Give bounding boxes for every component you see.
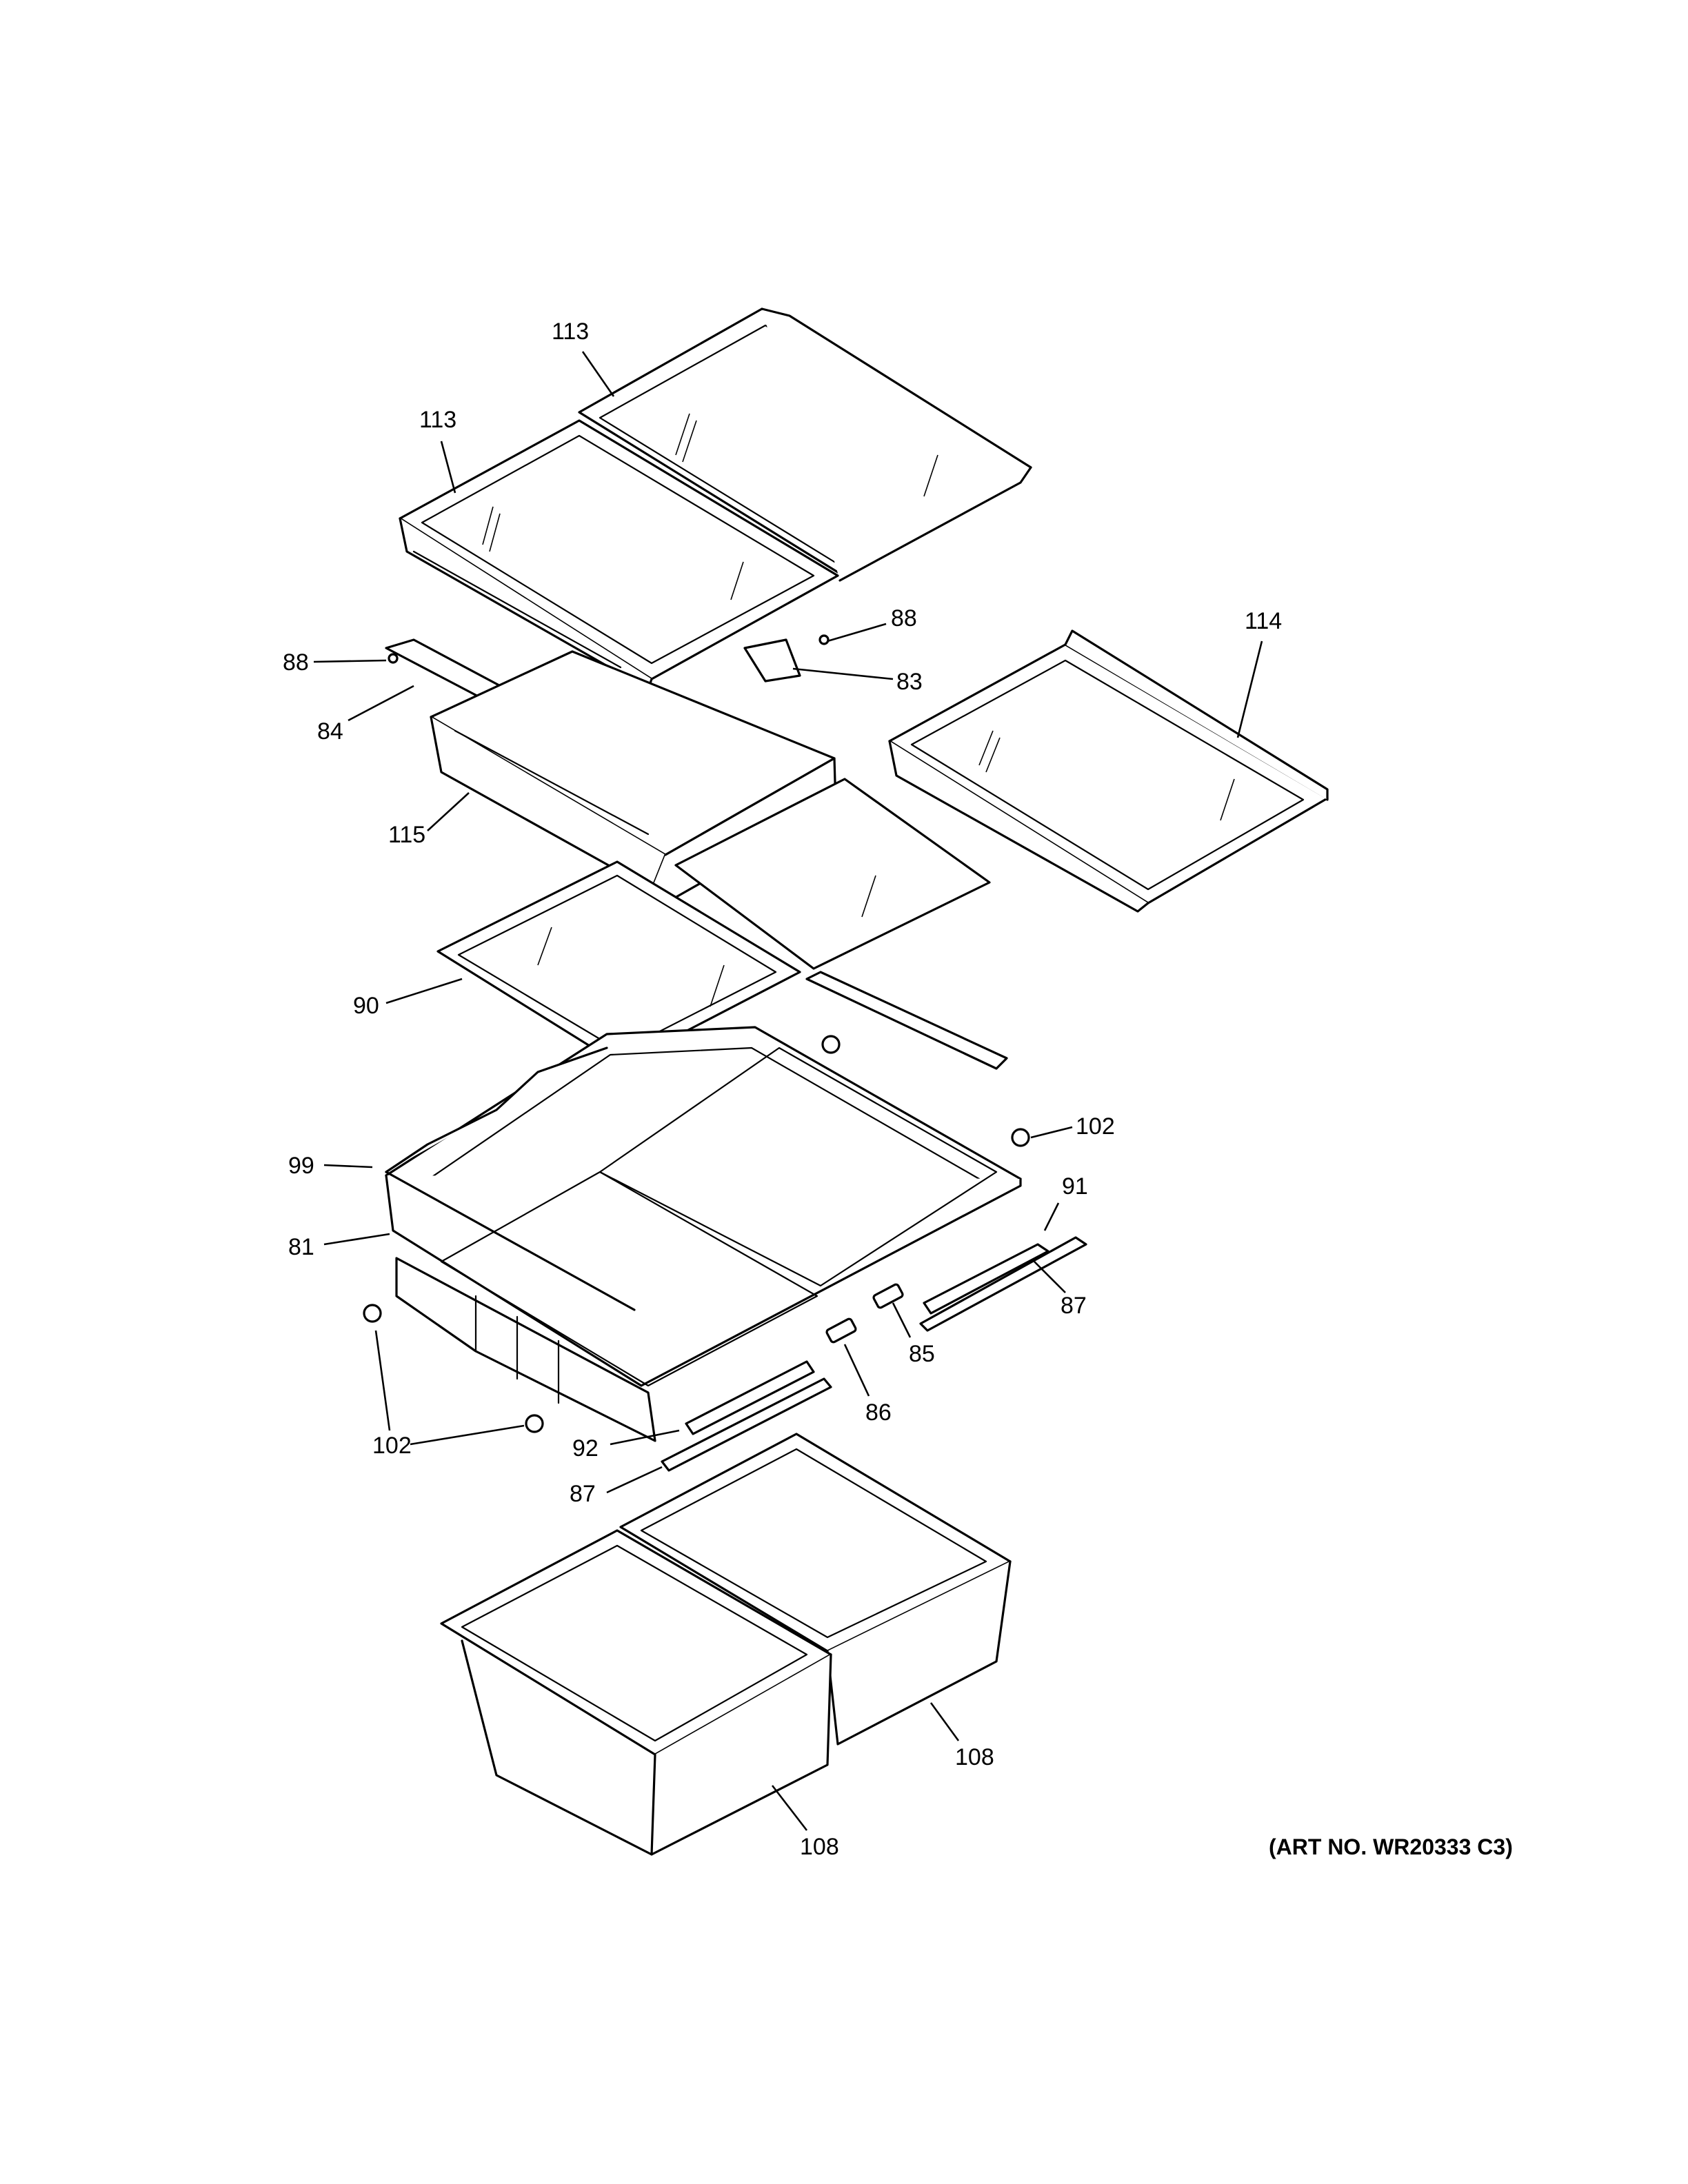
seal-99 [385, 1046, 636, 1311]
callout-84: 84 [317, 718, 343, 745]
rail-87-left [661, 1377, 832, 1472]
bracket-83 [743, 638, 801, 682]
callout-113-front: 113 [419, 407, 456, 433]
shelf-113-front [399, 419, 839, 691]
callout-88-left: 88 [283, 649, 309, 676]
clip-86 [825, 1317, 857, 1344]
drawer-108-front [440, 1529, 832, 1856]
callout-87-left: 87 [570, 1481, 596, 1507]
callout-102-left: 102 [372, 1433, 412, 1459]
drawer-108-rear [619, 1433, 1012, 1746]
art-number: (ART NO. WR20333 C3) [1269, 1834, 1513, 1859]
drawer-housing [395, 1257, 656, 1442]
roller-102-left [363, 1304, 382, 1323]
glass-shelf-90 [436, 778, 991, 1066]
callout-86: 86 [865, 1399, 892, 1426]
screw-88-left [388, 653, 399, 664]
callout-115: 115 [388, 822, 425, 848]
callout-92: 92 [572, 1435, 599, 1462]
callout-114: 114 [1245, 608, 1282, 634]
callout-99: 99 [288, 1153, 314, 1179]
callout-88-right: 88 [891, 605, 917, 631]
shelf-114 [888, 629, 1329, 913]
callout-87-right: 87 [1061, 1293, 1087, 1319]
roller-102-bottom [525, 1414, 544, 1433]
rear-rail [805, 971, 1008, 1070]
callout-113-rear: 113 [552, 318, 589, 345]
cover-frame-81 [385, 1026, 1022, 1387]
callout-85: 85 [909, 1341, 935, 1367]
callout-91: 91 [1062, 1173, 1088, 1200]
shelf-113-rear [578, 307, 1032, 582]
callout-labels: 113 113 88 88 83 84 114 115 90 102 99 91… [283, 318, 1282, 1860]
callout-90: 90 [353, 993, 379, 1019]
roller-102-top [821, 1035, 841, 1054]
callout-81: 81 [288, 1234, 314, 1260]
clip-85 [872, 1283, 904, 1309]
callout-83: 83 [896, 669, 923, 695]
screw-88-right [818, 634, 830, 645]
rail-91 [923, 1243, 1049, 1315]
callout-108-rear: 108 [955, 1744, 994, 1770]
rail-87-right [919, 1236, 1087, 1332]
leader-lines [313, 351, 1263, 1831]
roller-102-right [1011, 1128, 1030, 1147]
rail-92 [685, 1360, 815, 1435]
callout-102-right: 102 [1076, 1113, 1115, 1140]
callout-108-front: 108 [800, 1834, 839, 1860]
